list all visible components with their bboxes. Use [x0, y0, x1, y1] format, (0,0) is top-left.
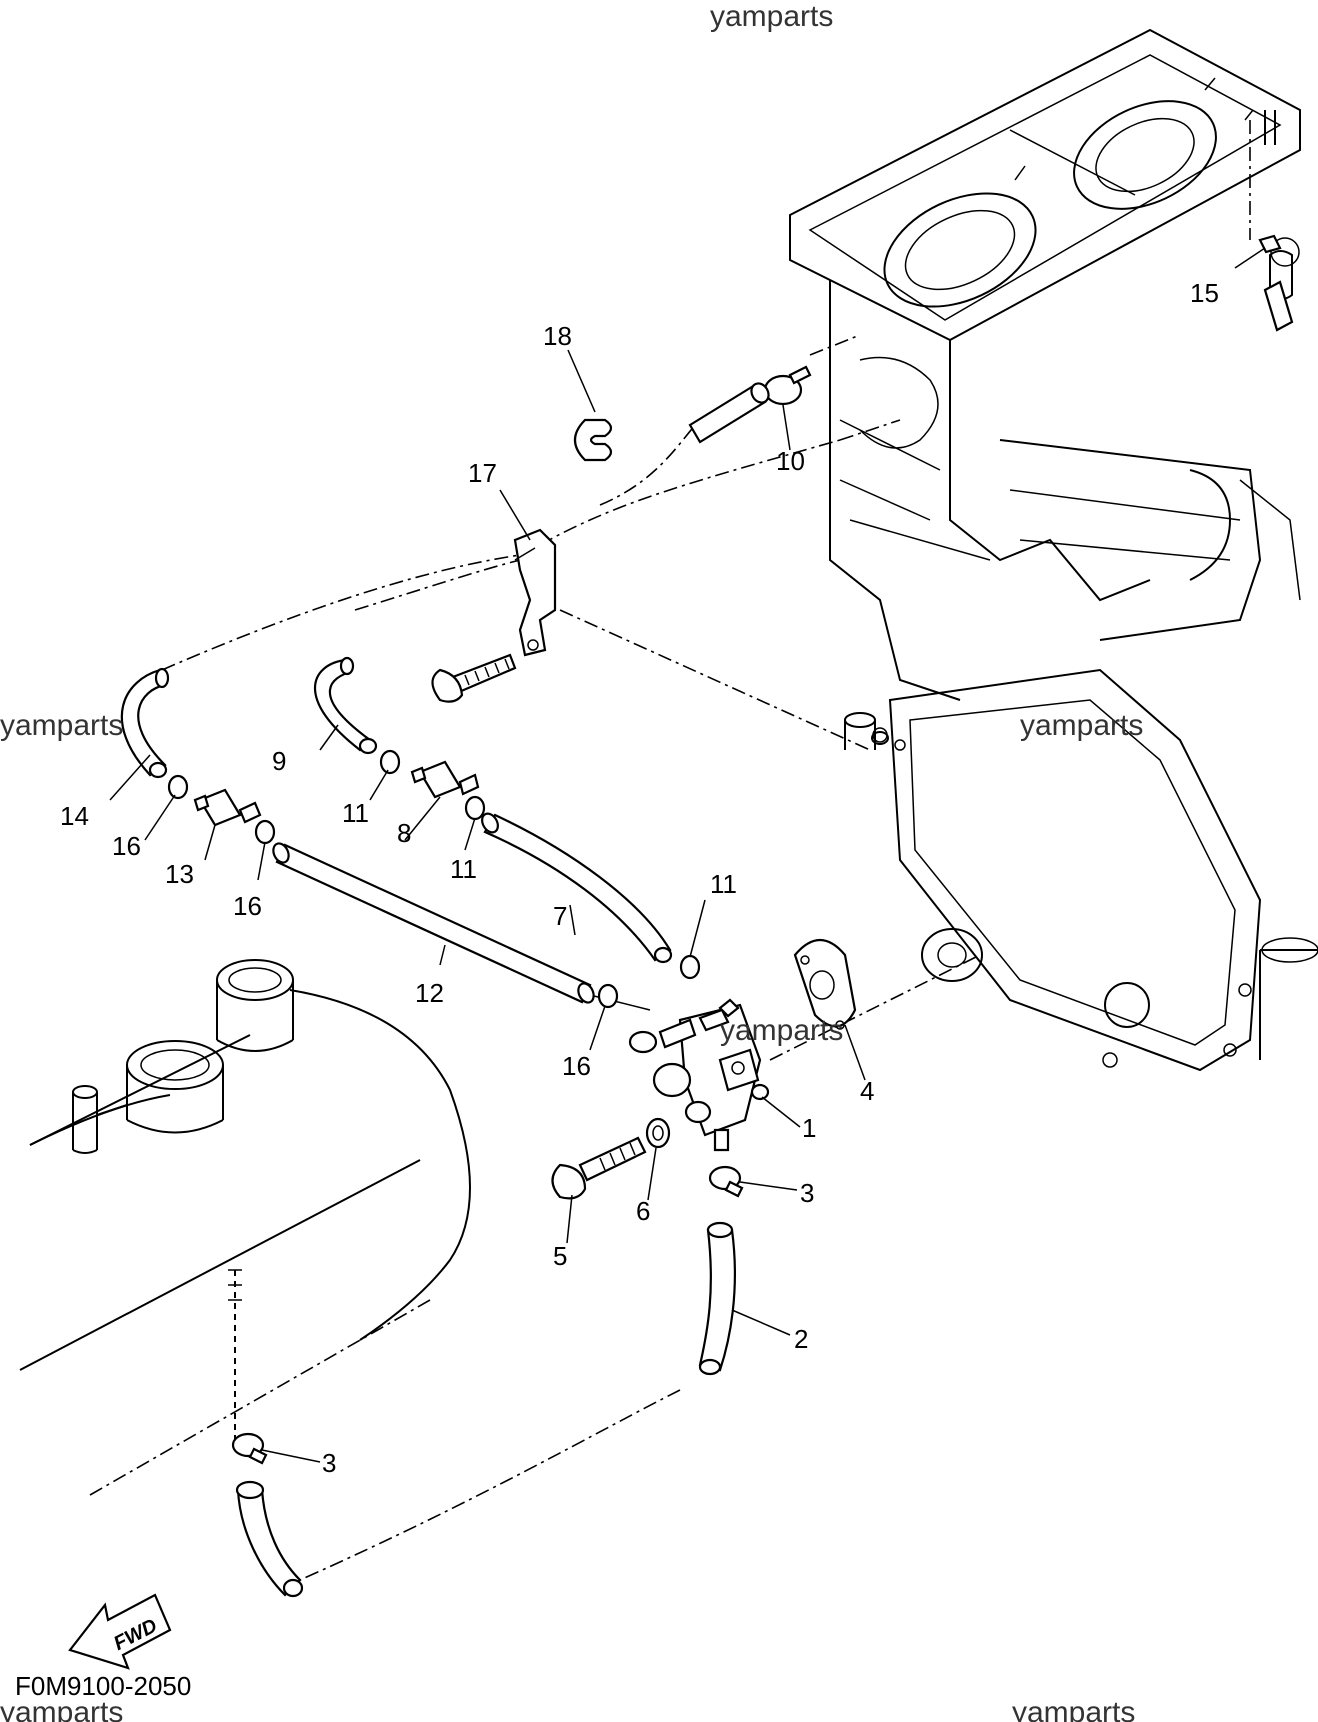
- part-12-hose: [272, 842, 595, 1004]
- part-3-clamps: [231, 1165, 744, 1465]
- part-4-gasket: [793, 939, 857, 1030]
- part-8-check-valve: [410, 760, 480, 799]
- callout-17: 17: [468, 458, 497, 488]
- callout-15: 15: [1190, 278, 1219, 308]
- watermark-bottom-right: yamparts: [1012, 1696, 1135, 1722]
- watermark-bottom-left: yamparts: [0, 1696, 123, 1722]
- callout-8: 8: [397, 818, 411, 848]
- part-2-hose: [698, 1221, 737, 1376]
- callout-16-b: 16: [233, 891, 262, 921]
- callout-16-a: 16: [112, 831, 141, 861]
- callout-4: 4: [860, 1076, 874, 1106]
- callout-14: 14: [60, 801, 89, 831]
- part-11-clamps: [379, 749, 701, 980]
- part-15-clamp: [1258, 234, 1294, 332]
- callout-12: 12: [415, 978, 444, 1008]
- part-bracket-bolt: [431, 653, 517, 703]
- watermark-center: yamparts: [720, 1014, 843, 1047]
- part-10-clamp: [763, 365, 812, 406]
- part-upper-hose: [688, 382, 770, 444]
- part-9-hose: [314, 656, 378, 755]
- part-13-check-valve: [193, 788, 262, 827]
- leader-lines: [109, 247, 1266, 1463]
- watermark-left: yamparts: [0, 709, 123, 742]
- part-14-hose: [120, 667, 170, 779]
- callout-3-a: 3: [800, 1178, 814, 1208]
- callout-9: 9: [272, 746, 286, 776]
- watermarks: yamparts yamparts yamparts yamparts yamp…: [0, 0, 1143, 1722]
- part-17-bracket: [513, 528, 557, 657]
- part-1-oil-pump: [628, 998, 770, 1152]
- part-7-hose: [481, 812, 673, 964]
- diagram-code: F0M9100-2050: [15, 1671, 191, 1701]
- connection-lines: [161, 120, 1251, 1581]
- callout-7: 7: [553, 901, 567, 931]
- engine-assembly: [789, 28, 1318, 1072]
- part-lower-hose: [235, 1480, 304, 1598]
- callout-11-b: 11: [450, 854, 477, 884]
- callout-6: 6: [636, 1196, 650, 1226]
- callout-11-c: 11: [710, 869, 737, 899]
- part-18-hose-clip: [573, 418, 613, 462]
- oil-tank: [19, 959, 471, 1496]
- callout-16-c: 16: [562, 1051, 591, 1081]
- part-16-clamps: [167, 774, 619, 1009]
- callout-5: 5: [553, 1241, 567, 1271]
- watermark-top: yamparts: [710, 0, 833, 33]
- callout-13: 13: [165, 859, 194, 889]
- callout-2: 2: [794, 1324, 808, 1354]
- part-6-washer: [645, 1117, 671, 1149]
- callout-11-a: 11: [342, 798, 369, 828]
- callout-numbers: 1 2 3 3 4 5 6 7 8 9 10 11 11 11 12 13 14…: [60, 278, 1219, 1478]
- fwd-arrow-icon: FWD: [68, 1593, 172, 1670]
- part-5-bolt: [551, 1136, 647, 1200]
- callout-1: 1: [802, 1113, 816, 1143]
- callout-3-b: 3: [322, 1448, 336, 1478]
- callout-18: 18: [543, 321, 572, 351]
- callout-10: 10: [776, 446, 805, 476]
- watermark-right: yamparts: [1020, 709, 1143, 742]
